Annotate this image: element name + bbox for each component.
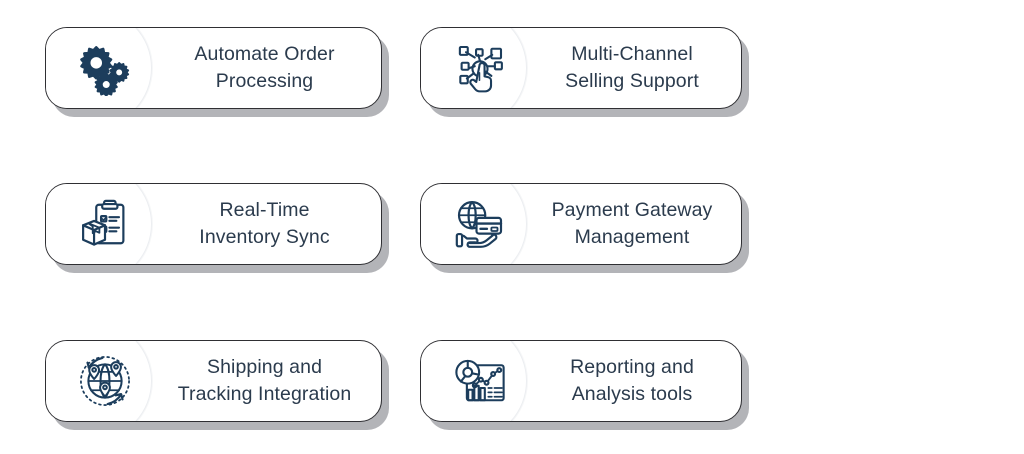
feature-card-multi-channel-selling-support[interactable]: Multi-Channel Selling Support	[420, 27, 742, 109]
globe-location-pins-arrows-icon	[46, 341, 164, 421]
feature-card-label: Multi-Channel Selling Support	[565, 43, 699, 92]
feature-card-label: Payment Gateway Management	[551, 199, 713, 248]
feature-card-automate-order-processing[interactable]: Automate Order Processing	[45, 27, 382, 109]
clipboard-checklist-box-icon	[46, 184, 164, 264]
feature-card-real-time-inventory-sync[interactable]: Real-Time Inventory Sync	[45, 183, 382, 265]
feature-card-label: Real-Time Inventory Sync	[199, 199, 330, 248]
feature-card-label: Reporting and Analysis tools	[570, 356, 694, 405]
feature-card-payment-gateway-management[interactable]: Payment Gateway Management	[420, 183, 742, 265]
network-hand-tap-icon	[421, 28, 539, 108]
feature-card-label: Shipping and Tracking Integration	[177, 356, 352, 405]
globe-credit-card-hand-icon	[421, 184, 539, 264]
feature-card-shipping-and-tracking-integration[interactable]: Shipping and Tracking Integration	[45, 340, 382, 422]
feature-card-label: Automate Order Processing	[194, 43, 335, 92]
gears-icon	[46, 28, 164, 108]
report-charts-icon	[421, 341, 539, 421]
feature-card-reporting-and-analysis-tools[interactable]: Reporting and Analysis tools	[420, 340, 742, 422]
